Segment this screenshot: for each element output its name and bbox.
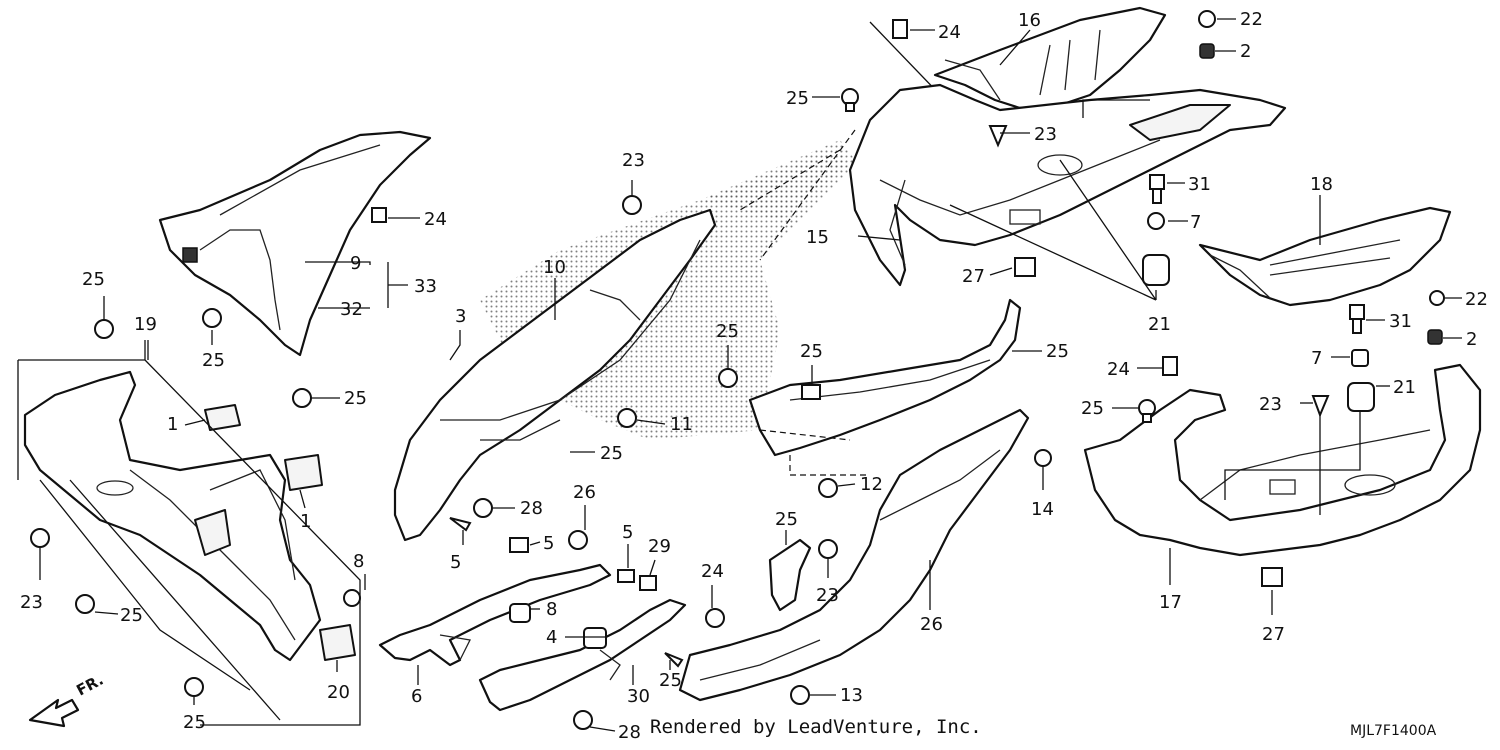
part-15-rear-under-cover <box>848 83 1287 287</box>
front-label: FR. <box>73 671 106 700</box>
callout-2: 2 <box>1240 41 1251 62</box>
callout-26: 25 <box>659 670 682 691</box>
callout-17: 17 <box>1159 592 1182 613</box>
front-direction-arrow: FR. <box>28 671 106 728</box>
part-4-stay <box>378 563 612 667</box>
callout-24: 25 <box>800 341 823 362</box>
callout-23: 23 <box>1034 124 1057 145</box>
callout-23: 23 <box>20 592 43 613</box>
fasteners <box>30 10 1445 730</box>
callout-25: 25 <box>786 88 809 109</box>
callout-28: 26 <box>573 482 596 503</box>
part-18-side-strip <box>1198 206 1452 307</box>
callout-3: 3 <box>455 306 466 327</box>
credit-text: Rendered by LeadVenture, Inc. <box>650 716 982 738</box>
callout-1: 1 <box>167 414 178 435</box>
part-6-stay <box>478 598 687 712</box>
callout-7: 7 <box>1311 348 1322 369</box>
part-14-bracket <box>768 538 812 612</box>
part-1-pad-b <box>284 454 323 491</box>
callout-25: 25 <box>82 269 105 290</box>
callout-20: 20 <box>327 682 350 703</box>
callout-25: 25 <box>202 350 225 371</box>
callout-1: 1 <box>300 511 311 532</box>
callout-25: 11 <box>670 414 693 435</box>
callout-25: 25 <box>344 388 367 409</box>
leader-19-diag <box>69 479 281 721</box>
callout-25: 12 <box>860 474 883 495</box>
callout-25: 25 <box>120 605 143 626</box>
leader-19-lower <box>39 479 251 691</box>
callout-22: 22 <box>1240 9 1263 30</box>
part-16-rear-cowl <box>933 6 1167 110</box>
callout-19: 19 <box>134 314 157 335</box>
callout-24: 24 <box>938 22 961 43</box>
callout-25: 25 <box>1081 398 1104 419</box>
callout-23: 23 <box>622 150 645 171</box>
callout-4: 6 <box>411 686 422 707</box>
callout-18: 18 <box>1310 174 1333 195</box>
callout-24: 24 <box>1107 359 1130 380</box>
callout-24: 24 <box>424 209 447 230</box>
callout-26: 5 <box>450 552 461 573</box>
callout-13: 26 <box>920 614 943 635</box>
dash-connector-center <box>739 129 856 441</box>
callout-9: 9 <box>350 253 361 274</box>
arrow-left-icon <box>28 698 80 728</box>
part-12-side-trim <box>748 298 1022 457</box>
part-1-pad-a <box>204 404 241 431</box>
callout-25: 28 <box>520 498 543 519</box>
part-13-lower-cowl <box>678 408 1030 702</box>
part-17-under-cover-right <box>1083 363 1482 557</box>
callout-8: 8 <box>546 599 557 620</box>
callout-31: 31 <box>1188 174 1211 195</box>
callout-22: 22 <box>1465 289 1488 310</box>
callout-21: 21 <box>1393 377 1416 398</box>
callout-7: 7 <box>1190 212 1201 233</box>
callout-27: 27 <box>1262 624 1285 645</box>
callout-2: 2 <box>1466 329 1477 350</box>
callout-28: 24 <box>701 561 724 582</box>
callout-23: 23 <box>1259 394 1282 415</box>
part-19-side-cowl-left <box>23 370 322 662</box>
callout-14: 25 <box>775 509 798 530</box>
part-20-pad <box>319 624 356 661</box>
callout-25: 23 <box>816 585 839 606</box>
part-9-inner-cover <box>158 130 432 357</box>
callout-15: 15 <box>806 227 829 248</box>
part-24-clip-top <box>892 19 908 39</box>
dash-connector-12 <box>789 455 870 476</box>
callout-8: 4 <box>546 627 557 648</box>
callout-32: 32 <box>340 299 363 320</box>
leader-lines <box>39 18 1462 732</box>
callout-23: 14 <box>1031 499 1054 520</box>
callout-27: 27 <box>962 266 985 287</box>
callout-25: 25 <box>183 712 206 733</box>
callout-5: 5 <box>622 522 633 543</box>
callout-30: 28 <box>618 722 641 743</box>
callout-21: 21 <box>1148 314 1171 335</box>
part-10-center-cover <box>393 208 717 542</box>
group-19-frame <box>17 340 361 726</box>
callout-16: 16 <box>1018 10 1041 31</box>
callout-6: 30 <box>627 686 650 707</box>
callout-25: 13 <box>840 685 863 706</box>
callout-12: 25 <box>1046 341 1069 362</box>
callout-5: 5 <box>543 533 554 554</box>
callout-25: 25 <box>716 321 739 342</box>
callout-5: 29 <box>648 536 671 557</box>
callout-31: 31 <box>1389 311 1412 332</box>
callout-11: 25 <box>600 443 623 464</box>
shadow-hatch-upper <box>700 140 855 220</box>
callout-labels: 24 16 22 2 25 23 31 18 7 15 27 21 22 31 … <box>20 9 1488 743</box>
diagram-code: MJL7F1400A <box>1350 723 1437 739</box>
callout-10: 10 <box>543 257 566 278</box>
callout-29: 8 <box>353 551 364 572</box>
leader-16 <box>999 29 1031 66</box>
callout-33: 33 <box>414 276 437 297</box>
